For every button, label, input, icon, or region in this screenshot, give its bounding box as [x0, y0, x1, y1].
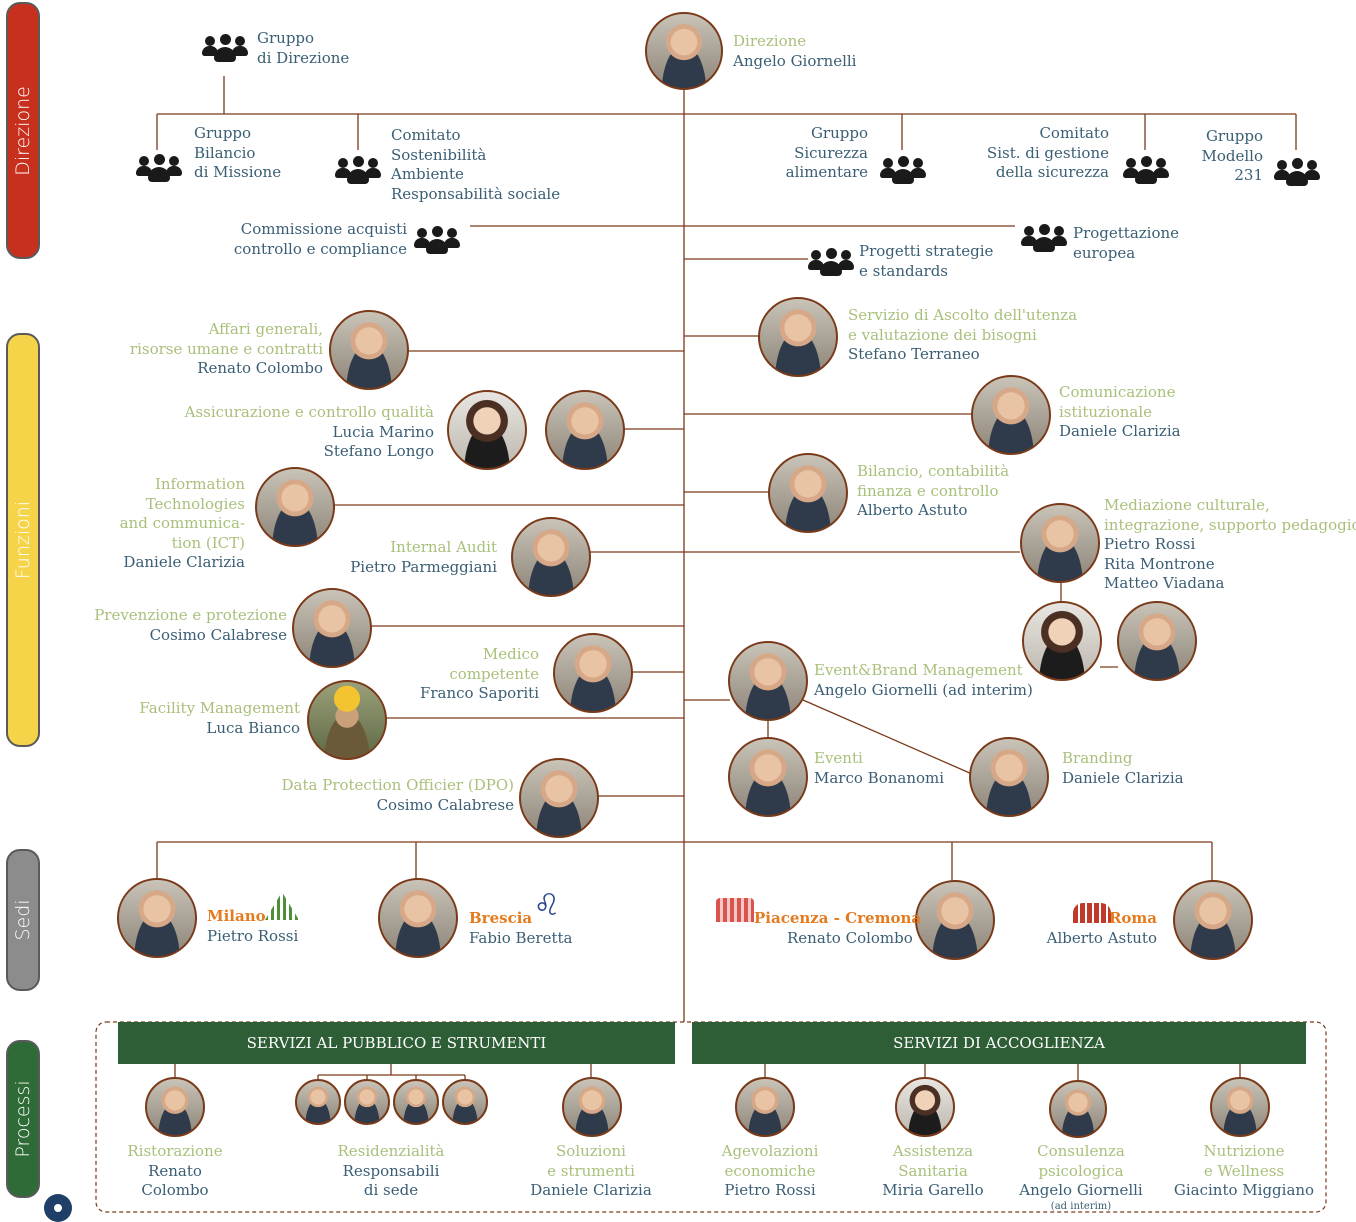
section-label: Funzioni — [12, 500, 34, 580]
person-photo — [545, 390, 625, 470]
person-photo — [519, 758, 599, 838]
person-photo — [442, 1079, 488, 1125]
section-sedi: Sedi — [6, 849, 40, 991]
person-photo — [1020, 503, 1100, 583]
person-photo — [969, 737, 1049, 817]
person-photo — [292, 588, 372, 668]
group-icon — [202, 34, 248, 64]
sede-city: Brescia — [469, 909, 533, 927]
group-icon — [880, 156, 926, 186]
sede-city: Piacenza - Cremona — [754, 909, 922, 927]
person-photo — [645, 12, 723, 90]
piacenza-building-icon — [716, 898, 754, 922]
group-icon — [808, 248, 854, 278]
bar-servizi-pubblico: SERVIZI AL PUBBLICO E STRUMENTI — [118, 1022, 675, 1064]
group-icon — [414, 226, 460, 256]
group-icon — [1123, 156, 1169, 186]
section-label: Sedi — [12, 899, 34, 941]
section-direzione: Direzione — [6, 2, 40, 259]
person-photo — [1173, 880, 1253, 960]
group-icon — [1021, 224, 1067, 254]
person-photo — [768, 453, 848, 533]
person-photo — [378, 878, 458, 958]
section-funzioni: Funzioni — [6, 333, 40, 747]
person-photo — [915, 880, 995, 960]
person-photo — [255, 467, 335, 547]
person-name: Angelo Giornelli — [733, 51, 857, 70]
group-icon — [1274, 158, 1320, 188]
badge-icon — [44, 1194, 72, 1222]
person-photo — [295, 1079, 341, 1125]
person-photo — [344, 1079, 390, 1125]
role-label: Direzione — [733, 32, 807, 50]
person-photo — [758, 297, 838, 377]
section-label: Direzione — [12, 85, 34, 176]
brescia-lion-icon: ♌ — [533, 888, 561, 923]
person-photo — [393, 1079, 439, 1125]
person-photo — [1117, 601, 1197, 681]
bar-servizi-accoglienza: SERVIZI DI ACCOGLIENZA — [692, 1022, 1306, 1064]
sede-city: Milano — [207, 907, 266, 925]
person-photo — [1049, 1080, 1107, 1138]
colosseum-icon — [1073, 903, 1111, 923]
person-photo — [1022, 601, 1102, 681]
group-icon — [136, 154, 182, 184]
person-photo — [728, 641, 808, 721]
person-photo — [895, 1077, 955, 1137]
section-label: Processi — [12, 1080, 34, 1158]
person-photo — [145, 1077, 205, 1137]
function-affari-generali: Affari generali,risorse umane e contratt… — [129, 320, 323, 377]
person-photo — [329, 310, 409, 390]
section-processi: Processi — [6, 1040, 40, 1198]
group-icon — [335, 156, 381, 186]
person-photo — [307, 680, 387, 760]
person-photo — [511, 517, 591, 597]
person-photo — [728, 737, 808, 817]
direzione-node: Direzione Angelo Giornelli — [733, 32, 856, 71]
person-photo — [447, 390, 527, 470]
function-mediazione: Mediazione culturale,integrazione, suppo… — [1104, 496, 1356, 592]
person-photo — [553, 633, 633, 713]
person-photo — [735, 1077, 795, 1137]
person-photo — [971, 375, 1051, 455]
person-photo — [117, 878, 197, 958]
function-dpo: Data Protection Officier (DPO)Cosimo Cal… — [281, 776, 514, 814]
person-photo — [562, 1077, 622, 1137]
person-photo — [1210, 1077, 1270, 1137]
sede-city: Roma — [1108, 909, 1157, 927]
